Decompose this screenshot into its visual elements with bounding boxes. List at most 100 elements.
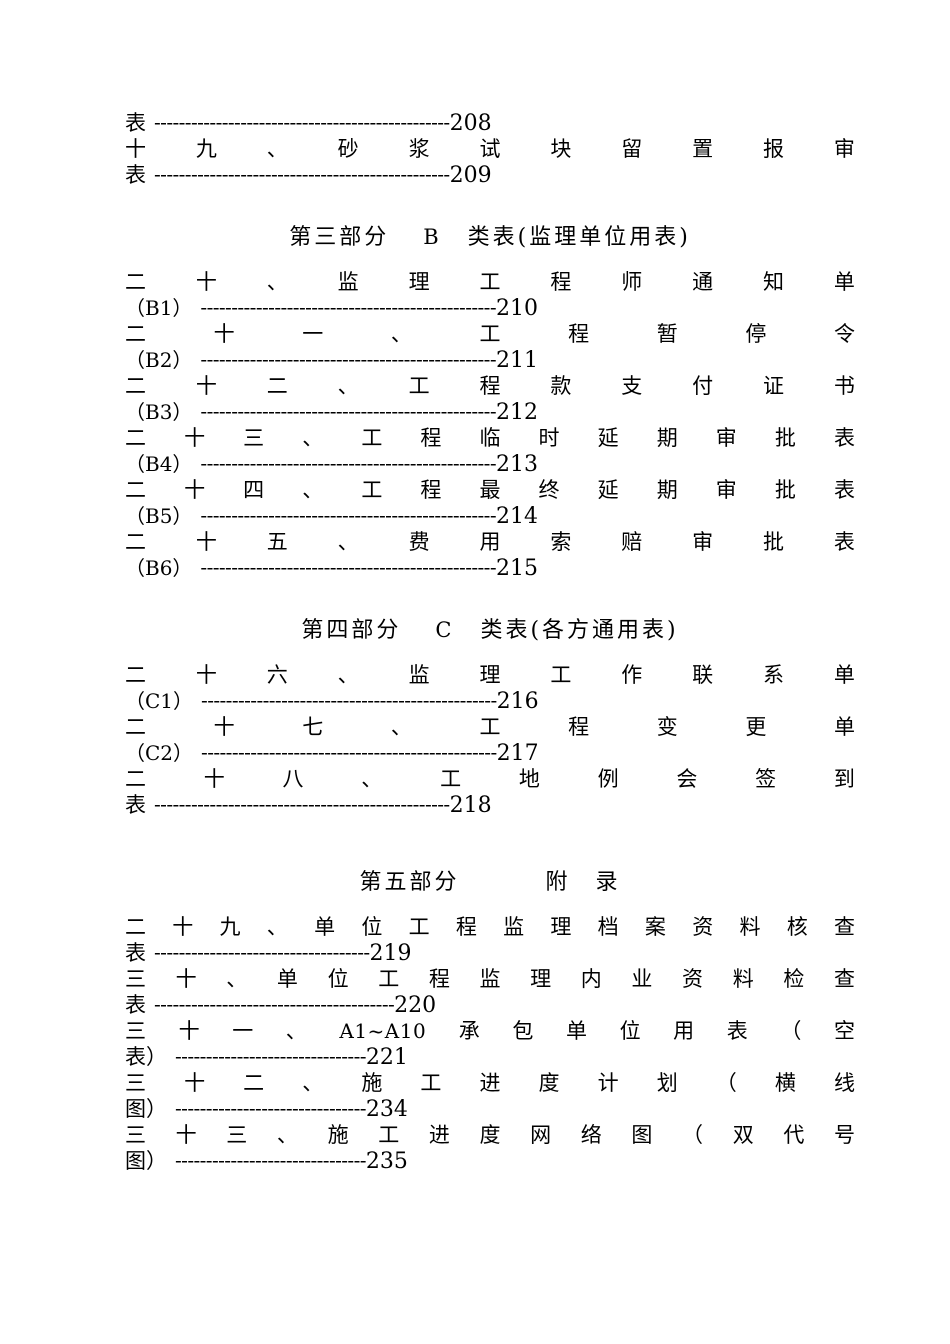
leader-line: 图）-------------------------------234	[125, 1096, 855, 1122]
title-char: 表	[833, 530, 855, 554]
dot-leader: -------------------------------	[175, 1044, 366, 1068]
title-char: （	[682, 1123, 704, 1147]
title-char: 砂	[337, 137, 359, 161]
toc-entry-part3-4[interactable]: 二十三、工程临时延期审批表（B4）-----------------------…	[125, 425, 855, 477]
title-char: 三	[125, 1123, 146, 1147]
title-char: 用	[479, 530, 501, 554]
title-char: 二	[125, 270, 146, 294]
toc-entry-part4-1[interactable]: 二十六、监理工作联系单（C1）-------------------------…	[125, 662, 855, 714]
title-char: 工	[440, 767, 462, 791]
title-char: 单	[833, 270, 855, 294]
toc-entry-part3-5[interactable]: 二十四、工程最终延期审批表（B5）-----------------------…	[125, 477, 855, 529]
title-char: 工	[378, 1123, 400, 1147]
title-char: 表	[125, 1045, 146, 1069]
dot-leader: ----------------------------------------…	[201, 688, 497, 712]
dot-leader: ----------------------------------------…	[200, 451, 496, 475]
title-char: 时	[538, 426, 560, 450]
title-char: 、	[302, 426, 324, 450]
dot-leader: ----------------------------------------…	[200, 347, 496, 371]
toc-entry-part5-5[interactable]: 三十三、施工进度网络图（双代号图）-----------------------…	[125, 1122, 855, 1174]
title-char: 报	[763, 137, 785, 161]
title-char: 划	[656, 1071, 678, 1095]
title-char: 三	[226, 1123, 248, 1147]
title-char: 浆	[408, 137, 430, 161]
heading-spacer	[125, 253, 855, 269]
title-char: 工	[420, 1071, 442, 1095]
page-number: 209	[449, 163, 492, 188]
title-char: 费	[408, 530, 430, 554]
title-char: 最	[479, 478, 501, 502]
leader-line: （B4）------------------------------------…	[125, 451, 855, 477]
title-char: 二	[125, 663, 146, 687]
title-char: 、	[266, 915, 288, 939]
toc-entry-part5-2[interactable]: 三十、单位工程监理内业资料检查表------------------------…	[125, 966, 855, 1018]
title-char: 停	[745, 322, 767, 346]
title-char: 知	[763, 270, 785, 294]
title-char: 程	[568, 715, 590, 739]
page-number: 212	[496, 400, 538, 425]
dot-leader: ----------------------------------------…	[201, 740, 497, 764]
title-char: 、	[302, 1071, 324, 1095]
title-char: 施	[327, 1123, 349, 1147]
toc-entry-part4-2[interactable]: 二十七、工程变更单（C2）---------------------------…	[125, 714, 855, 766]
title-char: 十	[125, 137, 146, 161]
title-char: 十	[195, 530, 217, 554]
toc-entry-19[interactable]: 十九、砂浆试块留置报审 表 --------------------------…	[125, 136, 855, 188]
entry-title-line: 十九、砂浆试块留置报审	[125, 136, 855, 162]
title-char: 系	[763, 663, 785, 687]
title-char: 监	[479, 967, 501, 991]
title-char: 单	[276, 967, 298, 991]
entry-title-line: 二十、监理工程师通知单	[125, 269, 855, 295]
entry-form-code: （B3）	[125, 400, 193, 424]
title-char: 赔	[621, 530, 643, 554]
title-char: 单	[834, 715, 855, 739]
title-char: 留	[621, 137, 643, 161]
part-heading-label: 第三部分	[289, 225, 390, 250]
toc-entry-part3-1[interactable]: 二十、监理工程师通知单（B1）-------------------------…	[125, 269, 855, 321]
dot-leader: -------------------------------	[175, 1096, 366, 1120]
title-char: 二	[125, 322, 146, 346]
title-char: 索	[550, 530, 572, 554]
title-char: 、	[337, 530, 359, 554]
title-char: 二	[125, 715, 146, 739]
page-number: 215	[496, 556, 538, 581]
title-char: 审	[833, 137, 855, 161]
title-char: 横	[774, 1071, 796, 1095]
title-char: 表	[833, 426, 855, 450]
toc-entry-part3-3[interactable]: 二十二、工程款支付证书（B3）-------------------------…	[125, 373, 855, 425]
title-char: ）	[146, 1149, 167, 1173]
toc-entry-part4-3[interactable]: 二十八、工地例会签到表-----------------------------…	[125, 766, 855, 818]
entry-title-line: 二十六、监理工作联系单	[125, 662, 855, 688]
toc-entry-part3-2[interactable]: 二十一、工程暂停令（B2）---------------------------…	[125, 321, 855, 373]
page-number: 218	[449, 793, 492, 818]
title-char: 批	[774, 426, 796, 450]
entry-tail: 表	[125, 940, 146, 966]
title-char: 程	[428, 967, 450, 991]
dot-leader: ----------------------------------------…	[200, 399, 496, 423]
page-number: 211	[496, 348, 538, 373]
title-char: 查	[833, 915, 855, 939]
title-char: 十	[178, 1019, 200, 1043]
page-number: 234	[365, 1097, 408, 1122]
heading-spacer	[125, 898, 855, 914]
page-number: 220	[394, 993, 437, 1018]
leader-line: （B6）------------------------------------…	[125, 555, 855, 581]
toc-entry-part3-6[interactable]: 二十五、费用索赔审批表（B6）-------------------------…	[125, 529, 855, 581]
title-char: 七	[302, 715, 324, 739]
entry-title-line: 三十三、施工进度网络图（双代号	[125, 1122, 855, 1148]
title-char: 十	[175, 967, 197, 991]
title-char: 一	[302, 322, 324, 346]
part-heading-subject: 类表(各方通用表)	[480, 618, 679, 643]
title-char: 十	[203, 767, 225, 791]
title-char: 、	[390, 715, 412, 739]
toc-entry-part5-4[interactable]: 三十二、施工进度计划（横线图）-------------------------…	[125, 1070, 855, 1122]
toc-entry-part5-1[interactable]: 二十九、单位工程监理档案资料核查表-----------------------…	[125, 914, 855, 966]
title-char: 单	[314, 915, 336, 939]
part-heading-code: C	[435, 618, 455, 642]
entry-title-line: 二十八、工地例会签到	[125, 766, 855, 792]
title-char: 业	[631, 967, 653, 991]
page-number: 214	[496, 504, 538, 529]
